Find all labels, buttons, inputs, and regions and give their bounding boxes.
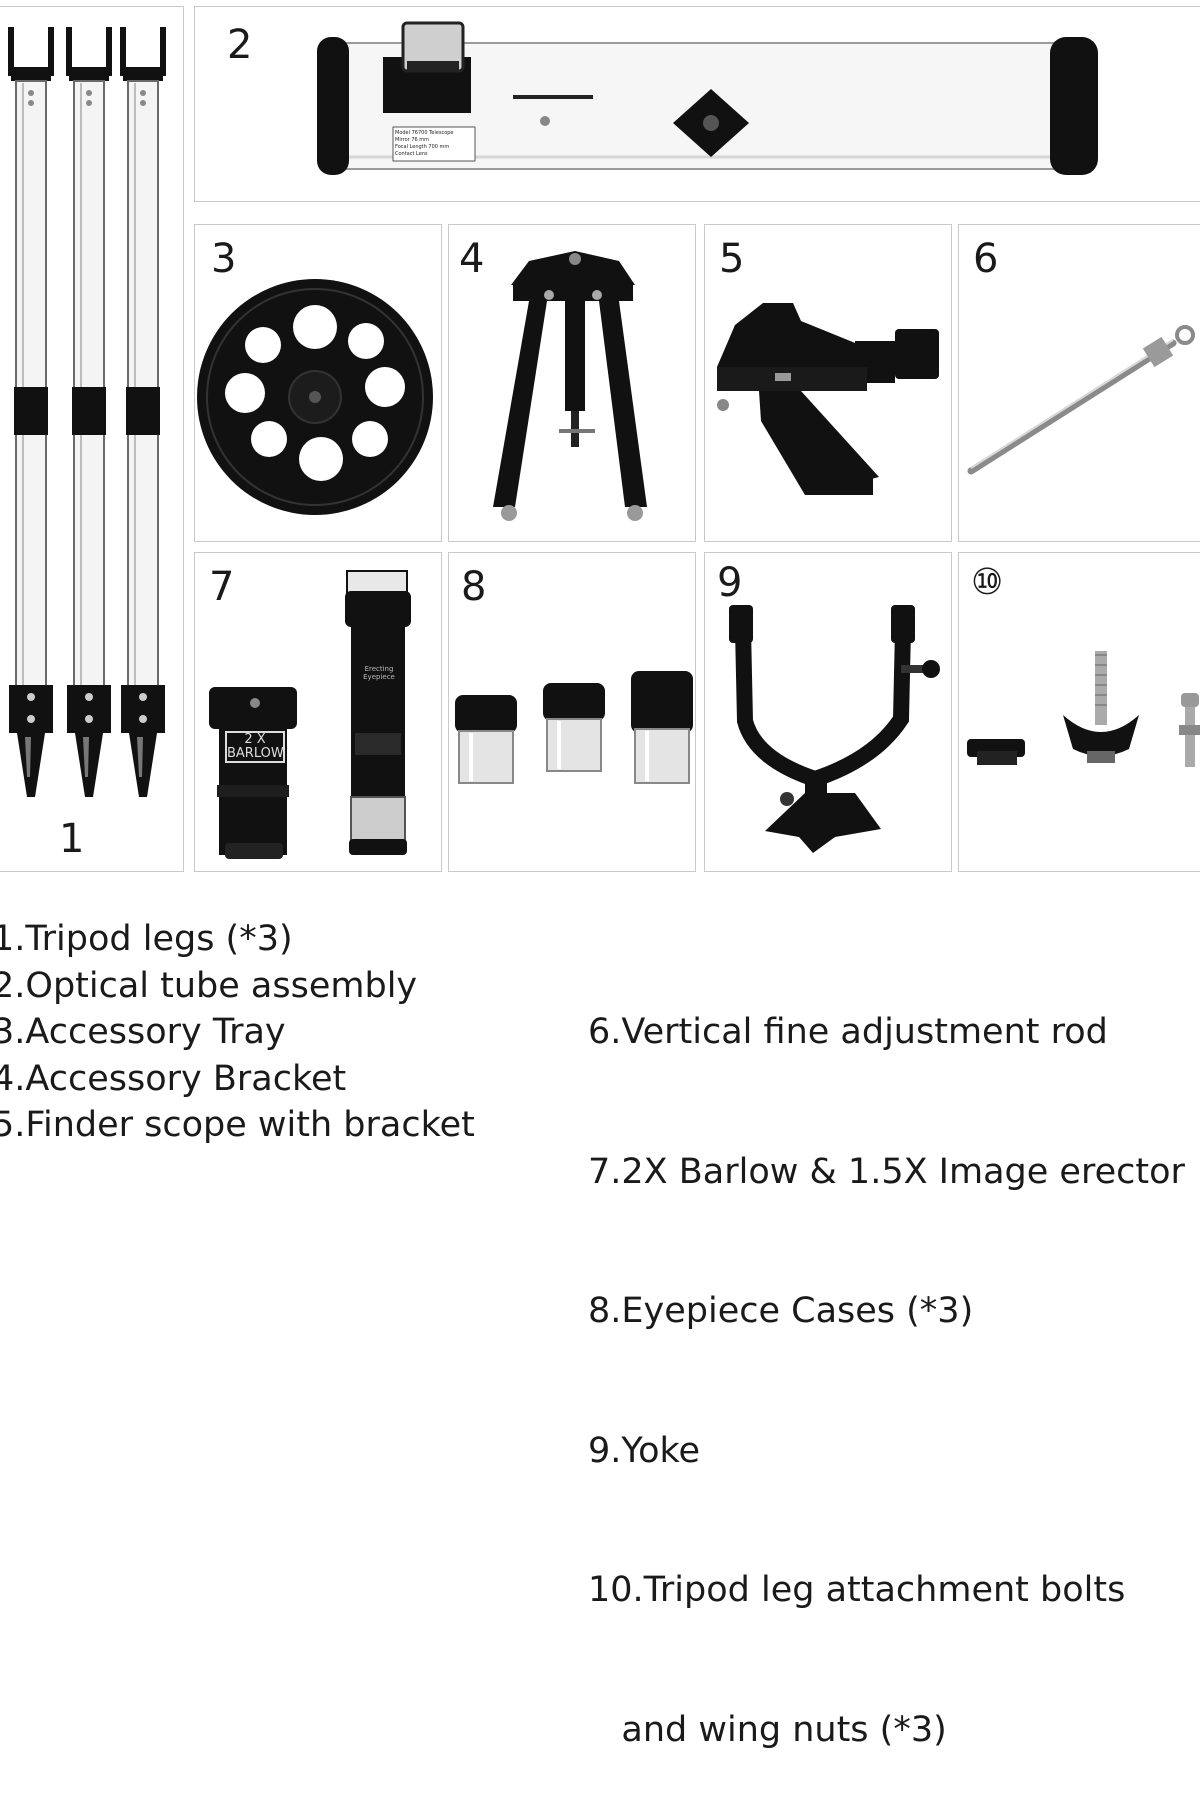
panel-number: 9	[717, 560, 743, 606]
panel-adjustment-rod: 6	[958, 224, 1200, 542]
panel-accessory-tray: 3	[194, 224, 442, 542]
tripod-bolt	[967, 739, 1025, 765]
optical-tube-illustration	[317, 21, 1098, 175]
bolts-wing-nuts-illustration	[967, 651, 1200, 767]
barlow-lens	[209, 687, 297, 859]
panel-accessory-bracket: 4	[448, 224, 696, 542]
panel-number: 8	[461, 564, 487, 610]
eyepiece-case	[455, 695, 517, 784]
panel-number: 5	[719, 236, 745, 282]
eyepiece-case	[543, 683, 605, 772]
legend-item: 10.Tripod leg attachment bolts	[588, 1570, 1126, 1610]
eyepiece-case	[631, 671, 693, 784]
legend-item: 1.Tripod legs (*3)	[0, 919, 293, 959]
legend-item: and wing nuts (*3)	[588, 1709, 947, 1750]
wing-nut	[1063, 651, 1139, 763]
barlow-erector-illustration	[209, 570, 411, 859]
panel-number: 6	[973, 236, 999, 282]
legend-item: 8.Eyepiece Cases (*3)	[588, 1291, 974, 1331]
panel-number: 4	[459, 236, 485, 282]
accessory-tray-illustration	[197, 279, 433, 515]
yoke-illustration	[729, 605, 940, 853]
panel-number: 7	[209, 564, 235, 610]
panel-eyepiece-cases: 8	[448, 552, 696, 872]
legend-right: 6.Vertical fine adjustment rod 7.2X Barl…	[588, 916, 1200, 1800]
panel-yoke: 9	[704, 552, 952, 872]
panel-number: 1	[59, 816, 85, 862]
image-erector	[345, 570, 411, 855]
small-bolt	[1179, 693, 1200, 767]
legend-item: 4.Accessory Bracket	[0, 1058, 347, 1099]
legend-item: 9.Yoke	[588, 1430, 701, 1471]
barlow-label: 2 X BARLOW	[225, 731, 285, 763]
legend-item: 6.Vertical fine adjustment rod	[588, 1012, 1108, 1052]
tripod-legs-illustration	[8, 27, 166, 797]
panel-tripod-legs: 1	[0, 6, 184, 872]
tripod-leg	[120, 27, 166, 797]
accessory-bracket-illustration	[493, 251, 647, 521]
panel-number: ⑩	[971, 562, 1004, 603]
panel-optical-tube: 2 Model 76700 Telescope Mirror 76 mm Foc…	[194, 6, 1200, 202]
finder-scope-illustration	[717, 303, 939, 495]
panel-finder-scope: 5	[704, 224, 952, 542]
panel-number: 3	[211, 236, 237, 282]
tripod-leg	[8, 27, 54, 797]
panel-number: 2	[227, 22, 253, 68]
panel-bolts-wing-nuts: ⑩	[958, 552, 1200, 872]
eyepiece-cases-illustration	[455, 671, 693, 784]
adjustment-rod-illustration	[967, 325, 1195, 475]
panel-barlow-erector: 7 2 X BARLOW Erecting Eyepiece	[194, 552, 442, 872]
legend-item: 7.2X Barlow & 1.5X Image erector	[588, 1151, 1185, 1192]
tripod-leg	[66, 27, 112, 797]
legend-item: 5.Finder scope with bracket	[0, 1105, 475, 1145]
tube-spec-label: Model 76700 Telescope Mirror 76 mm Focal…	[395, 130, 454, 157]
legend-item: 3.Accessory Tray	[0, 1012, 286, 1052]
erector-label: Erecting Eyepiece	[363, 665, 395, 681]
legend-left: 1.Tripod legs (*3) 2.Optical tube assemb…	[0, 916, 475, 1149]
legend-item: 2.Optical tube assembly	[0, 965, 418, 1006]
